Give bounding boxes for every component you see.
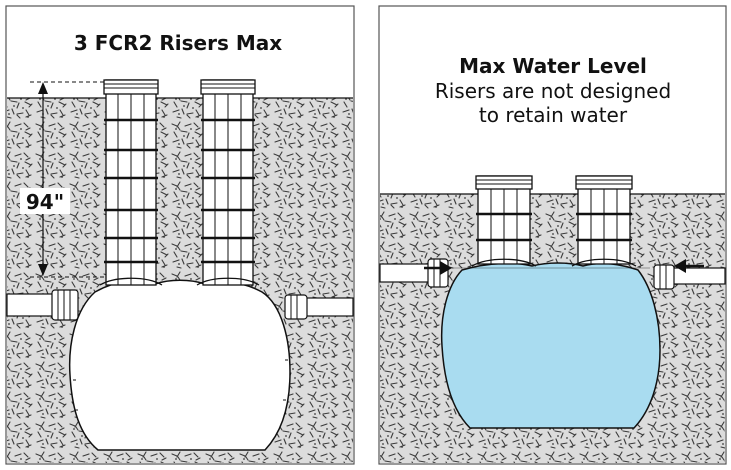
water-level-arrow-left (424, 261, 452, 275)
left-panel: 3 FCR2 Risers Max (5, 5, 355, 465)
left-riser-1 (99, 79, 163, 286)
left-tank-body (68, 279, 291, 451)
right-tank-water (440, 262, 661, 429)
right-panel: Max Water Level Risers are not designed … (378, 5, 727, 465)
left-riser-2 (196, 79, 260, 286)
right-inlet-pipe (379, 258, 449, 288)
right-panel-subtitle-line-1: Risers are not designed (435, 79, 671, 103)
right-outlet-pipe (653, 264, 726, 290)
left-outlet-pipe (284, 294, 354, 320)
right-riser-1 (471, 175, 537, 267)
depth-dimension-arrow (20, 81, 104, 278)
depth-label: 94" (26, 190, 64, 214)
water-level-arrow-right (674, 259, 704, 273)
left-inlet-pipe (6, 289, 79, 321)
right-panel-subtitle-line-2: to retain water (479, 103, 628, 127)
right-panel-title: Max Water Level (459, 54, 647, 78)
right-riser-2 (571, 175, 637, 267)
left-panel-title: 3 FCR2 Risers Max (74, 31, 282, 55)
